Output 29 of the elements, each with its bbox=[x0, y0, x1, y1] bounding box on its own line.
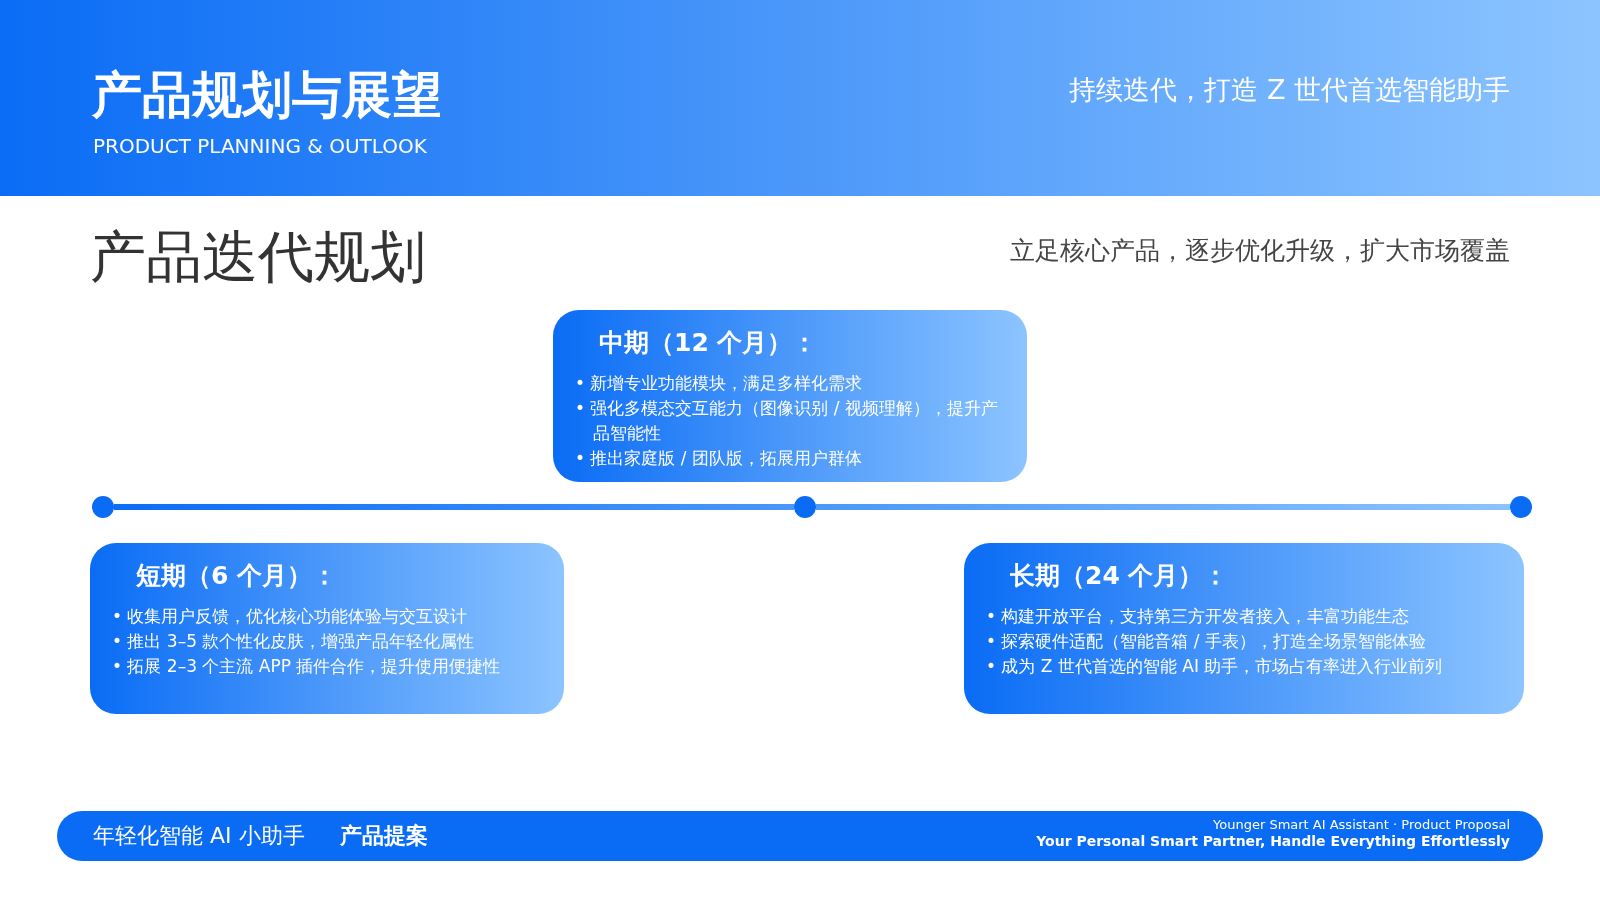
bullet-item: • 收集用户反馈，优化核心功能体验与交互设计 bbox=[112, 605, 469, 628]
timeline-dot bbox=[794, 496, 816, 518]
slogan: 持续迭代，打造 Z 世代首选智能助手 bbox=[1069, 73, 1510, 107]
bullet-item: • 构建开放平台，支持第三方开发者接入，丰富功能生态 bbox=[986, 605, 1411, 628]
bullet-item: • 推出 3–5 款个性化皮肤，增强产品年轻化属性 bbox=[112, 630, 476, 653]
timeline-dot bbox=[1510, 496, 1532, 518]
footer-title: 年轻化智能 AI 小助手 bbox=[93, 822, 305, 850]
card-heading: 短期（6 个月）： bbox=[135, 560, 339, 592]
timeline-dot bbox=[92, 496, 114, 518]
phase-card bbox=[90, 543, 564, 714]
subtitle: PRODUCT PLANNING & OUTLOOK bbox=[93, 134, 427, 158]
bullet-item: • 强化多模态交互能力（图像识别 / 视频理解），提升产品智能性 bbox=[575, 397, 999, 445]
section-subtitle: 立足核心产品，逐步优化升级，扩大市场覆盖 bbox=[1010, 235, 1510, 267]
card-heading: 长期（24 个月）： bbox=[1009, 560, 1230, 592]
page-title: 产品规划与展望 bbox=[92, 65, 442, 126]
bullet-item: • 拓展 2–3 个主流 APP 插件合作，提升使用便捷性 bbox=[112, 655, 502, 678]
timeline-line bbox=[816, 504, 1510, 510]
footer-tagline: Younger Smart AI Assistant · Product Proposal bbox=[1213, 817, 1510, 832]
footer-tagline: Your Personal Smart Partner, Handle Everything Effortlessly bbox=[1036, 833, 1510, 849]
section-title: 产品迭代规划 bbox=[90, 223, 426, 291]
card-heading: 中期（12 个月）： bbox=[598, 327, 819, 359]
bullet-item: • 探索硬件适配（智能音箱 / 手表），打造全场景智能体验 bbox=[986, 630, 1427, 653]
bullet-item: • 新增专业功能模块，满足多样化需求 bbox=[575, 372, 864, 395]
timeline-line bbox=[114, 504, 794, 510]
bullet-item: • 成为 Z 世代首选的智能 AI 助手，市场占有率进入行业前列 bbox=[986, 655, 1444, 678]
footer-title: 产品提案 bbox=[340, 822, 428, 850]
phase-card bbox=[553, 310, 1027, 482]
phase-card bbox=[964, 543, 1524, 714]
bullet-item: • 推出家庭版 / 团队版，拓展用户群体 bbox=[575, 447, 863, 470]
